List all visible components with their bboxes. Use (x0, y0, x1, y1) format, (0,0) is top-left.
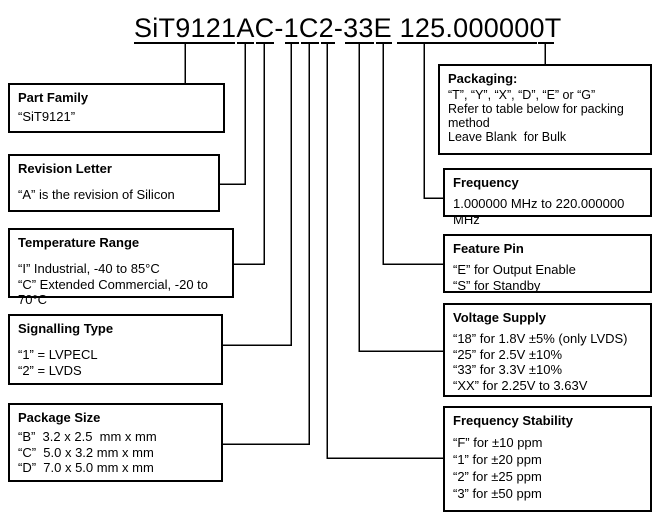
signalling-type-box: Signalling Type “1” = LVPECL “2” = LVDS (8, 314, 223, 385)
frequency-range: 1.000000 MHz to 220.000000 MHz (453, 196, 628, 227)
feature-option-enable: “E” for Output Enable (453, 262, 576, 277)
packaging-box: Packaging: “T”, “Y”, “X”, “D”, “E” or “G… (438, 64, 652, 155)
part-number: SiT9121AC-1C2-33E 125.000000T (134, 13, 562, 43)
package-option-b: “B” 3.2 x 2.5 mm x mm (18, 429, 157, 444)
frequency-heading: Frequency (453, 175, 519, 190)
packaging-bulk-note: Leave Blank for Bulk (448, 130, 567, 144)
part-family-value: “SiT9121” (18, 109, 76, 124)
voltage-supply-heading: Voltage Supply (453, 310, 546, 325)
packaging-refer-note: Refer to table below for packing method (448, 102, 628, 130)
revision-letter-box: Revision Letter “A” is the revision of S… (8, 154, 220, 212)
revision-letter-heading: Revision Letter (18, 161, 112, 176)
feature-option-standby: “S” for Standby (453, 277, 541, 293)
frequency-stability-box: Frequency Stability “F” for ±10 ppm “1” … (443, 406, 652, 512)
feature-pin-heading: Feature Pin (453, 241, 524, 256)
voltage-option-33: “33” for 3.3V ±10% (453, 362, 563, 377)
signalling-option-lvds: “2” = LVDS (18, 362, 82, 378)
stability-option-f: “F” for ±10 ppm (453, 435, 543, 450)
temperature-option-commercial: “C” Extended Commercial, -20 to 70°C (18, 276, 212, 308)
stability-option-1: “1” for ±20 ppm (453, 452, 542, 467)
packaging-codes: “T”, “Y”, “X”, “D”, “E” or “G” (448, 88, 596, 102)
voltage-option-xx: “XX” for 2.25V to 3.63V (453, 377, 588, 393)
revision-letter-value: “A” is the revision of Silicon (18, 187, 175, 202)
package-option-c: “C” 5.0 x 3.2 mm x mm (18, 444, 154, 460)
temperature-range-heading: Temperature Range (18, 235, 140, 250)
temperature-range-box: Temperature Range “I” Industrial, -40 to… (8, 228, 234, 307)
frequency-stability-heading: Frequency Stability (453, 413, 573, 428)
voltage-option-25: “25” for 2.5V ±10% (453, 346, 563, 362)
signalling-type-heading: Signalling Type (18, 321, 114, 336)
part-family-box: Part Family “SiT9121” (8, 83, 225, 133)
stability-option-3: “3” for ±50 ppm (453, 486, 542, 501)
voltage-supply-box: Voltage Supply “18” for 1.8V ±5% (only L… (443, 303, 652, 397)
package-size-box: Package Size “B” 3.2 x 2.5 mm x mm “C” 5… (8, 403, 223, 482)
frequency-box: Frequency 1.000000 MHz to 220.000000 MHz (443, 168, 652, 227)
package-option-d: “D” 7.0 x 5.0 mm x mm (18, 460, 154, 475)
stability-option-2: “2” for ±25 ppm (453, 469, 542, 484)
packaging-heading: Packaging: (448, 71, 518, 86)
part-family-heading: Part Family (18, 90, 89, 105)
package-size-heading: Package Size (18, 410, 101, 425)
signalling-option-lvpecl: “1” = LVPECL (18, 347, 98, 362)
voltage-option-18: “18” for 1.8V ±5% (only LVDS) (453, 331, 628, 346)
feature-pin-box: Feature Pin “E” for Output Enable “S” fo… (443, 234, 652, 293)
temperature-option-industrial: “I” Industrial, -40 to 85°C (18, 261, 160, 276)
